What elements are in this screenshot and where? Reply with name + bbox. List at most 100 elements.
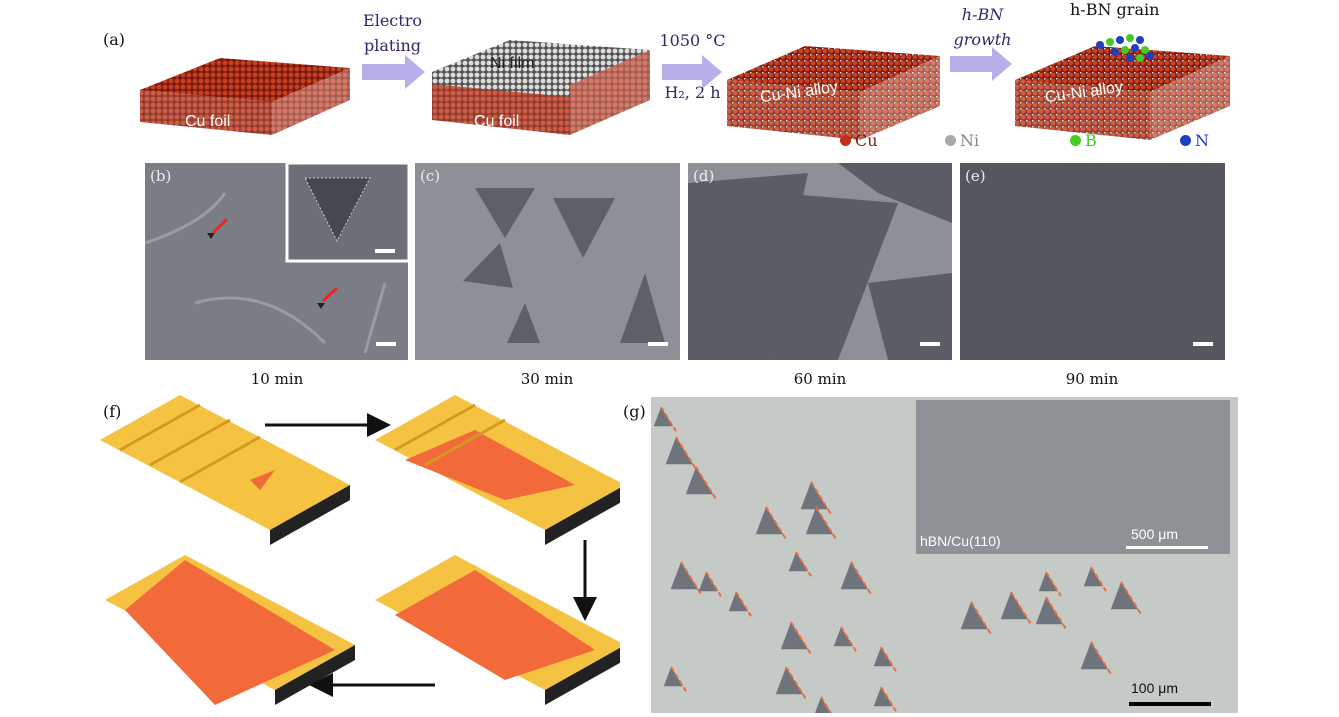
grain-edge-marker bbox=[1090, 566, 1107, 592]
hbn-grain bbox=[1096, 34, 1154, 62]
ni-atom-icon bbox=[945, 135, 956, 146]
grain-edge-marker bbox=[1090, 641, 1112, 675]
hbn-grain bbox=[800, 482, 828, 510]
hbn-grain bbox=[788, 552, 808, 572]
hbn-grain bbox=[840, 562, 868, 590]
hbn-grain bbox=[1035, 597, 1063, 625]
hbn-grain bbox=[873, 647, 893, 667]
grain-edge-marker bbox=[670, 666, 687, 692]
hbn-grain-label: h-BN grain bbox=[1070, 0, 1160, 19]
panel-a-label: (a) bbox=[103, 30, 126, 49]
red-arrow-icon bbox=[321, 286, 339, 303]
hbn-grain bbox=[960, 602, 988, 630]
sem-image-60min: (d) bbox=[688, 163, 952, 360]
panel-f-label: (f) bbox=[103, 402, 122, 421]
legend-b: B bbox=[1070, 131, 1097, 150]
cu-atom-icon bbox=[840, 135, 851, 146]
hbn-grain bbox=[805, 507, 833, 535]
grain-edge-marker bbox=[1120, 581, 1142, 615]
hbn-grain bbox=[653, 407, 673, 427]
grain-edge-marker bbox=[820, 696, 833, 713]
grain-edge-marker bbox=[970, 601, 992, 635]
caption-60min: 60 min bbox=[793, 370, 847, 388]
hbn-grain bbox=[665, 437, 693, 465]
hbn-grain bbox=[1038, 572, 1058, 592]
grain-edge-marker bbox=[810, 481, 832, 515]
hbn-grain bbox=[1110, 582, 1138, 610]
hbn-grain bbox=[755, 507, 783, 535]
caption-90min: 90 min bbox=[1065, 370, 1119, 388]
grain-edge-marker bbox=[1045, 596, 1067, 630]
scale-bar bbox=[1193, 342, 1213, 346]
terrace-stage-1 bbox=[100, 395, 350, 545]
grain-edge-marker bbox=[880, 646, 897, 672]
panel-c-label: (c) bbox=[420, 167, 441, 185]
inset-scale-bar bbox=[1126, 546, 1208, 549]
legend-ni: Ni bbox=[945, 131, 979, 150]
sem-60min-graphic bbox=[688, 163, 952, 360]
sem-30min-graphic bbox=[463, 188, 665, 343]
legend-cu: Cu bbox=[840, 131, 878, 150]
inset-image: hBN/Cu(110) 500 μm bbox=[916, 400, 1230, 554]
panel-e-label: (e) bbox=[965, 167, 986, 185]
ni-film-block bbox=[432, 40, 650, 135]
grain-edge-marker bbox=[1045, 571, 1062, 597]
scale-bar bbox=[376, 342, 396, 346]
hbn-grain bbox=[833, 627, 853, 647]
box-label-ni-film: Ni film bbox=[490, 55, 535, 72]
hbn-grain bbox=[815, 697, 831, 713]
caption-30min: 30 min bbox=[520, 370, 574, 388]
sem-image-30min: (c) bbox=[415, 163, 680, 360]
panel-g-label: (g) bbox=[623, 402, 646, 421]
hbn-grain bbox=[780, 622, 808, 650]
caption-10min: 10 min bbox=[250, 370, 304, 388]
grain-edge-marker bbox=[785, 666, 807, 700]
grain-edge-marker bbox=[695, 466, 717, 500]
grain-edge-marker bbox=[660, 406, 677, 432]
box-label-cu-foil: Cu foil bbox=[185, 113, 231, 130]
sem-10min-graphic bbox=[145, 163, 408, 354]
box-label-cu-foil-2: Cu foil bbox=[474, 113, 520, 130]
hbn-grain bbox=[775, 667, 803, 695]
process-arrows bbox=[362, 47, 1012, 89]
red-arrow-icon bbox=[211, 217, 229, 235]
grain-edge-marker bbox=[850, 561, 872, 595]
hbn-grain bbox=[728, 592, 748, 612]
hbn-grain bbox=[1083, 567, 1103, 587]
scale-bar bbox=[920, 342, 940, 346]
hbn-grain bbox=[1000, 592, 1028, 620]
grain-edge-marker bbox=[880, 686, 897, 712]
grain-edge-marker bbox=[840, 626, 857, 652]
panel-d-label: (d) bbox=[693, 167, 715, 185]
n-atom-icon bbox=[1180, 135, 1191, 146]
grain-edge-marker bbox=[790, 621, 812, 655]
scale-bar bbox=[648, 342, 668, 346]
grain-edge-marker bbox=[815, 506, 837, 540]
grain-edge-marker bbox=[1010, 591, 1032, 625]
panel-b-label: (b) bbox=[150, 167, 172, 185]
hbn-grain bbox=[685, 467, 713, 495]
grain-edge-marker bbox=[680, 561, 702, 595]
cu-ni-alloy-block bbox=[727, 46, 940, 140]
terrace-stage-2 bbox=[375, 395, 620, 545]
legend-n: N bbox=[1180, 131, 1209, 150]
step-anneal-gas: H₂, 2 h bbox=[664, 83, 721, 102]
grain-edge-marker bbox=[705, 571, 722, 597]
hbn-grain bbox=[663, 667, 683, 687]
hbn-grain bbox=[873, 687, 893, 707]
step-growth-schematic bbox=[100, 395, 620, 705]
inset-label: hBN/Cu(110) bbox=[920, 533, 1001, 549]
hbn-grain bbox=[698, 572, 718, 592]
sem-image-10min: (b) bbox=[145, 163, 408, 360]
step-anneal-temp: 1050 °C bbox=[659, 31, 726, 50]
cu-ni-alloy-hbn-block bbox=[1015, 34, 1230, 140]
hbn-grain bbox=[1080, 642, 1108, 670]
scale-label: 100 μm bbox=[1131, 680, 1178, 696]
b-atom-icon bbox=[1070, 135, 1081, 146]
hbn-grain bbox=[670, 562, 698, 590]
terrace-stage-4 bbox=[105, 555, 355, 705]
cu-foil-block bbox=[140, 58, 350, 135]
grain-edge-marker bbox=[765, 506, 787, 540]
